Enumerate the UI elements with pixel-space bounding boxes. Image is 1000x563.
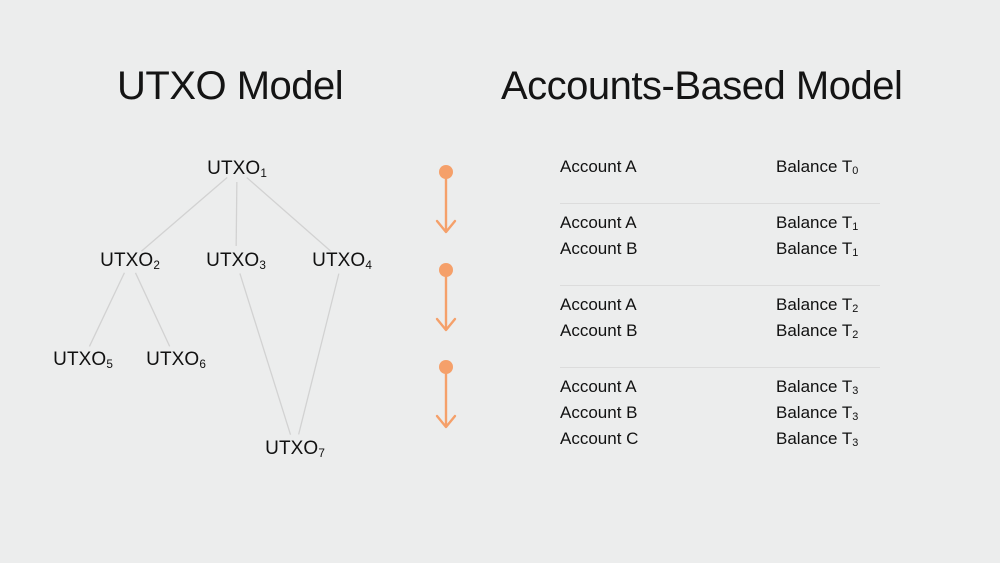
balance-label: Balance T [776, 157, 853, 176]
balance-label: Balance T [776, 403, 853, 422]
tree-edge-utxo3-utxo7 [239, 273, 292, 435]
balance-label: Balance T [776, 377, 853, 396]
balance-label: Balance T [776, 239, 853, 258]
account-name: Account A [560, 213, 637, 232]
account-row: Account C Balance T3 [560, 429, 880, 455]
tree-edge-utxo1-utxo4 [246, 177, 332, 252]
tree-node-subscript: 5 [106, 357, 113, 371]
arrow-head [435, 317, 457, 332]
timeline-arrow-2 [420, 258, 480, 338]
tree-node-utxo3: UTXO3 [206, 250, 266, 272]
account-balance: Balance T3 [776, 403, 858, 423]
tree-node-utxo1: UTXO1 [207, 158, 267, 180]
balance-subscript: 2 [852, 329, 859, 342]
timeline-arrow-1 [420, 160, 480, 240]
balance-label: Balance T [776, 321, 853, 340]
tree-edge-utxo1-utxo3 [235, 181, 238, 247]
account-group-t0: Account A Balance T0 [560, 148, 880, 204]
account-balance: Balance T2 [776, 321, 858, 341]
tree-node-label: UTXO [146, 349, 200, 370]
balance-subscript: 3 [852, 411, 859, 424]
tree-edge-utxo4-utxo7 [298, 273, 340, 435]
account-balance: Balance T3 [776, 429, 858, 449]
tree-node-subscript: 3 [259, 258, 266, 272]
balance-label: Balance T [776, 429, 853, 448]
account-balance: Balance T0 [776, 157, 858, 177]
tree-node-subscript: 4 [365, 258, 372, 272]
timeline-arrow-3 [420, 355, 480, 435]
arrow-glyph [435, 360, 457, 429]
tree-node-utxo7: UTXO7 [265, 438, 325, 460]
balance-subscript: 2 [852, 303, 859, 316]
account-row: Account B Balance T2 [560, 321, 880, 347]
account-row: Account A Balance T0 [560, 157, 880, 183]
tree-node-subscript: 1 [260, 166, 267, 180]
account-name: Account A [560, 295, 637, 314]
tree-node-label: UTXO [265, 438, 319, 459]
arrow-head [435, 414, 457, 429]
utxo-model-title: UTXO Model [117, 64, 344, 108]
account-name: Account B [560, 403, 638, 422]
account-balance: Balance T3 [776, 377, 858, 397]
tree-node-subscript: 7 [318, 446, 325, 460]
tree-node-label: UTXO [100, 250, 154, 271]
tree-node-subscript: 6 [199, 357, 206, 371]
account-row: Account B Balance T3 [560, 403, 880, 429]
tree-node-utxo6: UTXO6 [146, 349, 206, 371]
tree-node-utxo4: UTXO4 [312, 250, 372, 272]
account-row: Account B Balance T1 [560, 239, 880, 265]
balance-subscript: 3 [852, 385, 859, 398]
balance-subscript: 1 [852, 247, 859, 260]
account-row: Account A Balance T1 [560, 213, 880, 239]
accounts-model-title: Accounts-Based Model [501, 64, 903, 108]
tree-node-subscript: 2 [153, 258, 160, 272]
tree-edge-utxo1-utxo2 [140, 176, 228, 252]
tree-node-label: UTXO [312, 250, 366, 271]
balance-subscript: 1 [852, 221, 859, 234]
arrow-glyph [435, 263, 457, 332]
account-row: Account A Balance T3 [560, 377, 880, 403]
tree-node-label: UTXO [207, 158, 261, 179]
account-name: Account A [560, 157, 637, 176]
arrow-origin-dot [439, 263, 453, 277]
account-name: Account B [560, 321, 638, 340]
tree-edge-utxo2-utxo6 [134, 272, 171, 347]
balance-label: Balance T [776, 213, 853, 232]
arrow-origin-dot [439, 360, 453, 374]
balance-label: Balance T [776, 295, 853, 314]
account-name: Account A [560, 377, 637, 396]
tree-node-utxo5: UTXO5 [53, 349, 113, 371]
account-row: Account A Balance T2 [560, 295, 880, 321]
arrow-origin-dot [439, 165, 453, 179]
account-name: Account C [560, 429, 639, 448]
account-balance: Balance T2 [776, 295, 858, 315]
tree-node-label: UTXO [206, 250, 260, 271]
tree-edge-utxo2-utxo5 [88, 272, 126, 347]
arrow-glyph [435, 165, 457, 234]
timeline-arrow-column [420, 0, 480, 563]
tree-node-utxo2: UTXO2 [100, 250, 160, 272]
account-name: Account B [560, 239, 638, 258]
tree-node-label: UTXO [53, 349, 107, 370]
account-balance: Balance T1 [776, 239, 858, 259]
balance-subscript: 3 [852, 437, 859, 450]
balance-subscript: 0 [852, 165, 859, 178]
account-balance: Balance T1 [776, 213, 858, 233]
arrow-head [435, 219, 457, 234]
